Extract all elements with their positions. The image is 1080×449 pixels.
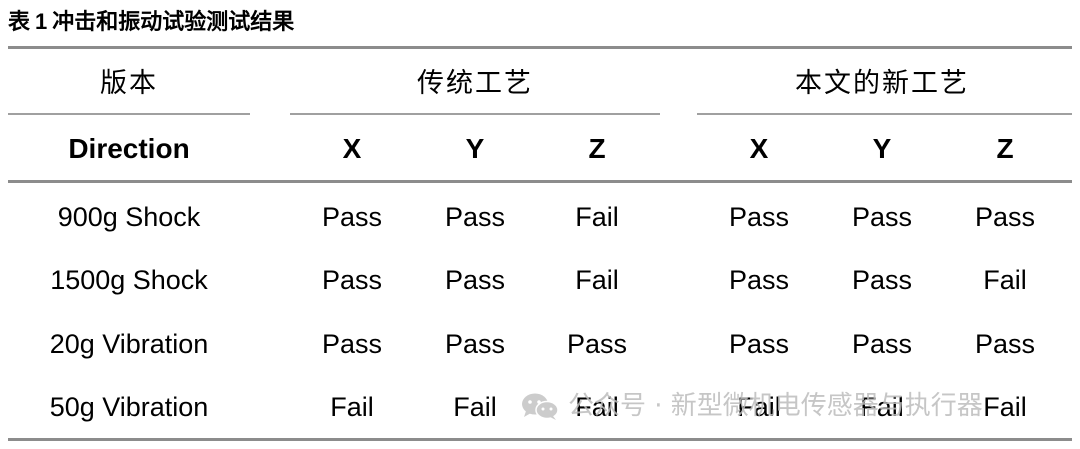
result-cell: Pass: [728, 265, 790, 295]
version-underline: [8, 113, 250, 115]
result-cell: Pass: [321, 329, 383, 359]
result-cell: Fail: [983, 392, 1027, 422]
axis-header: X: [749, 133, 769, 164]
result-cell: Pass: [851, 265, 913, 295]
axis-header: Z: [588, 133, 606, 164]
result-cell: Fail: [575, 265, 619, 295]
header-rule: [8, 180, 1072, 183]
result-cell: Pass: [728, 329, 790, 359]
caption-prefix: 表: [8, 10, 31, 35]
result-cell: Fail: [983, 265, 1027, 295]
group-header-new: 本文的新工艺: [795, 68, 969, 99]
version-header: 版本: [100, 68, 158, 99]
caption-title: 冲击和振动试验测试结果: [52, 10, 295, 35]
result-cell: Fail: [575, 202, 619, 232]
row-test-label: 20g Vibration: [49, 329, 209, 359]
result-cell: Pass: [321, 202, 383, 232]
result-cell: Pass: [728, 202, 790, 232]
axis-header: Y: [872, 133, 892, 164]
result-cell: Fail: [860, 392, 904, 422]
result-cell: Pass: [444, 265, 506, 295]
result-cell: Pass: [851, 202, 913, 232]
bottom-rule: [8, 438, 1072, 441]
wechat-icon: [520, 391, 560, 421]
axis-header: Y: [465, 133, 485, 164]
result-cell: Fail: [330, 392, 374, 422]
result-cell: Fail: [453, 392, 497, 422]
group-underline-traditional: [290, 113, 660, 115]
row-test-label: 50g Vibration: [49, 392, 209, 422]
result-cell: Pass: [321, 265, 383, 295]
result-cell: Pass: [974, 329, 1036, 359]
result-cell: Pass: [444, 202, 506, 232]
result-cell: Pass: [974, 202, 1036, 232]
result-cell: Fail: [575, 392, 619, 422]
direction-header: Direction: [68, 133, 190, 164]
top-rule: [8, 46, 1072, 49]
row-test-label: 900g Shock: [57, 202, 201, 232]
group-underline-new: [697, 113, 1072, 115]
caption-number: 1: [35, 9, 48, 34]
result-cell: Pass: [566, 329, 628, 359]
result-cell: Pass: [444, 329, 506, 359]
result-cell: Fail: [737, 392, 781, 422]
axis-header: X: [342, 133, 362, 164]
row-test-label: 1500g Shock: [50, 265, 208, 295]
group-header-traditional: 传统工艺: [417, 68, 533, 99]
axis-header: Z: [996, 133, 1014, 164]
result-cell: Pass: [851, 329, 913, 359]
